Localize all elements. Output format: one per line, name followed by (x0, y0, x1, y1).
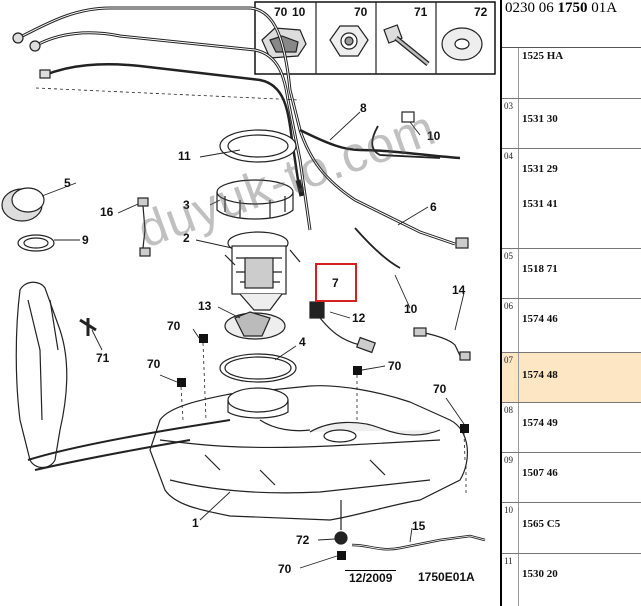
callout-12: 12 (352, 311, 366, 325)
callout-4: 4 (299, 335, 306, 349)
part-code-alt: 1531 41 (522, 198, 558, 210)
part-code: 1574 46 (522, 313, 558, 325)
part-4-gasket (219, 353, 297, 383)
header-bold: 1750 (557, 0, 588, 16)
part-72-washer (334, 500, 348, 545)
part-71-bolt (79, 318, 97, 336)
bolt-icon (383, 24, 430, 66)
part-3-lock-ring (216, 179, 294, 220)
row-index: 06 (502, 299, 519, 352)
part-row[interactable]: 08 1574 49 (502, 403, 641, 453)
part-row[interactable]: 10 1565 C5 (502, 503, 641, 554)
part-5-filler-cap (1, 187, 45, 222)
part-code: 1531 29 (522, 163, 558, 175)
footer-reference: 1750E01A (418, 570, 475, 584)
part-8-vent-line (371, 111, 441, 159)
callout-14: 14 (452, 283, 466, 297)
fuel-tank-exploded-diagram: 1 2 3 4 5 6 7 8 9 10 10 11 12 13 14 15 1… (1, 1, 496, 576)
row-index: 08 (502, 403, 519, 452)
part-row[interactable]: 11 1530 20 (502, 554, 641, 606)
part-12-connector (309, 301, 376, 354)
callout-70c: 70 (388, 359, 402, 373)
part-11-seal-ring (219, 129, 297, 163)
fuel-tank-body (149, 385, 468, 521)
part-code: 1574 48 (522, 369, 558, 381)
part-code: 1531 30 (522, 113, 558, 125)
header-prefix: 0230 06 (505, 0, 558, 16)
callout-10b: 10 (404, 302, 418, 316)
callout-6: 6 (430, 200, 437, 214)
row-index: 05 (502, 249, 519, 298)
part-15-line (351, 534, 486, 551)
part-13-flange (224, 311, 286, 340)
part-code: 1565 C5 (522, 518, 561, 530)
callout-11: 11 (178, 149, 191, 163)
part-code: 1507 46 (522, 467, 558, 479)
diagram-reference-header: 0230 06 1750 01A (502, 0, 641, 48)
legend-num-10: 10 (292, 5, 306, 19)
hex-nut-icon (329, 25, 369, 57)
part-code: 1530 20 (522, 568, 558, 580)
part-row[interactable]: 04 1531 29 1531 41 (502, 149, 641, 249)
callout-1: 1 (192, 516, 199, 530)
part-row[interactable]: 06 1574 46 (502, 299, 641, 353)
legend-num-70: 70 (354, 5, 368, 19)
part-row-selected[interactable]: 07 1574 48 (502, 353, 641, 403)
footer-date: 12/2009 (345, 570, 397, 585)
header-suffix: 01A (587, 0, 618, 16)
part-row[interactable]: 1525 HA (502, 48, 641, 99)
part-14-sensor-lead (413, 327, 471, 361)
part-code: 1574 49 (522, 417, 558, 429)
callout-13: 13 (198, 299, 212, 313)
callout-7: 7 (332, 276, 339, 290)
row-index: 09 (502, 453, 519, 502)
callout-3: 3 (183, 198, 190, 212)
fixing-markers (177, 334, 469, 560)
washer-icon (441, 27, 483, 61)
row-index: 03 (502, 99, 519, 148)
part-9-filler-seal (17, 234, 55, 252)
callout-70d: 70 (433, 382, 447, 396)
part-row[interactable]: 03 1531 30 (502, 99, 641, 149)
row-index: 04 (502, 149, 519, 248)
filler-neck (15, 281, 231, 471)
legend-num-71: 71 (414, 5, 428, 19)
callout-70f: 70 (274, 5, 288, 19)
row-index (502, 48, 519, 98)
callout-8: 8 (360, 101, 367, 115)
legend-num-72: 72 (474, 5, 488, 19)
callout-70b: 70 (147, 357, 161, 371)
callout-16: 16 (100, 205, 114, 219)
leader-lines (41, 111, 465, 569)
parts-legend (254, 1, 496, 75)
fuel-lines (12, 6, 461, 246)
callout-9: 9 (82, 233, 89, 247)
callout-70e: 70 (278, 562, 292, 576)
part-row[interactable]: 09 1507 46 (502, 453, 641, 503)
callout-5: 5 (64, 176, 71, 190)
callout-2: 2 (183, 231, 190, 245)
highlight-marker (315, 263, 357, 302)
callout-70a: 70 (167, 319, 181, 333)
part-row[interactable]: 05 1518 71 (502, 249, 641, 299)
callout-15: 15 (412, 519, 426, 533)
part-code: 1518 71 (522, 263, 558, 275)
part-2-fuel-pump-module (224, 231, 301, 311)
part-number-panel: 0230 06 1750 01A 1525 HA 03 1531 30 04 1… (500, 0, 641, 606)
callout-72: 72 (296, 533, 310, 547)
part-6-line (354, 227, 469, 269)
part-code: 1525 HA (522, 50, 564, 62)
callout-10a: 10 (427, 129, 441, 143)
row-index: 10 (502, 503, 519, 553)
callout-71: 71 (96, 351, 110, 365)
row-index: 07 (502, 353, 519, 402)
part-16-sensor (137, 197, 151, 257)
row-index: 11 (502, 554, 519, 606)
